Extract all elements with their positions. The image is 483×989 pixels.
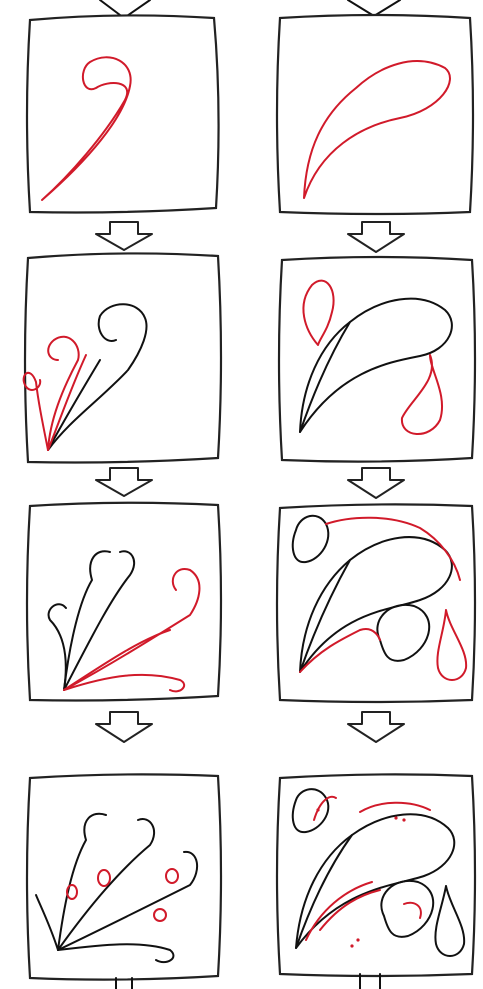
tile-right-step-4 bbox=[277, 774, 475, 989]
arrow-left-2 bbox=[96, 468, 152, 496]
tile-right-step-3 bbox=[277, 504, 475, 702]
tile-right-step-1 bbox=[277, 15, 473, 214]
arrow-right-2 bbox=[348, 468, 404, 498]
arrow-right-1 bbox=[348, 222, 404, 252]
tile-left-step-3 bbox=[27, 503, 221, 701]
tile-left-step-1 bbox=[27, 15, 219, 212]
tile-left-step-2 bbox=[24, 253, 221, 462]
arrow-left-1 bbox=[96, 222, 152, 250]
tile-left-step-4 bbox=[27, 774, 221, 989]
tile-right-step-2 bbox=[279, 257, 475, 462]
top-arrow-right bbox=[348, 0, 400, 16]
arrow-right-3 bbox=[348, 712, 404, 742]
arrow-left-3 bbox=[96, 712, 152, 742]
